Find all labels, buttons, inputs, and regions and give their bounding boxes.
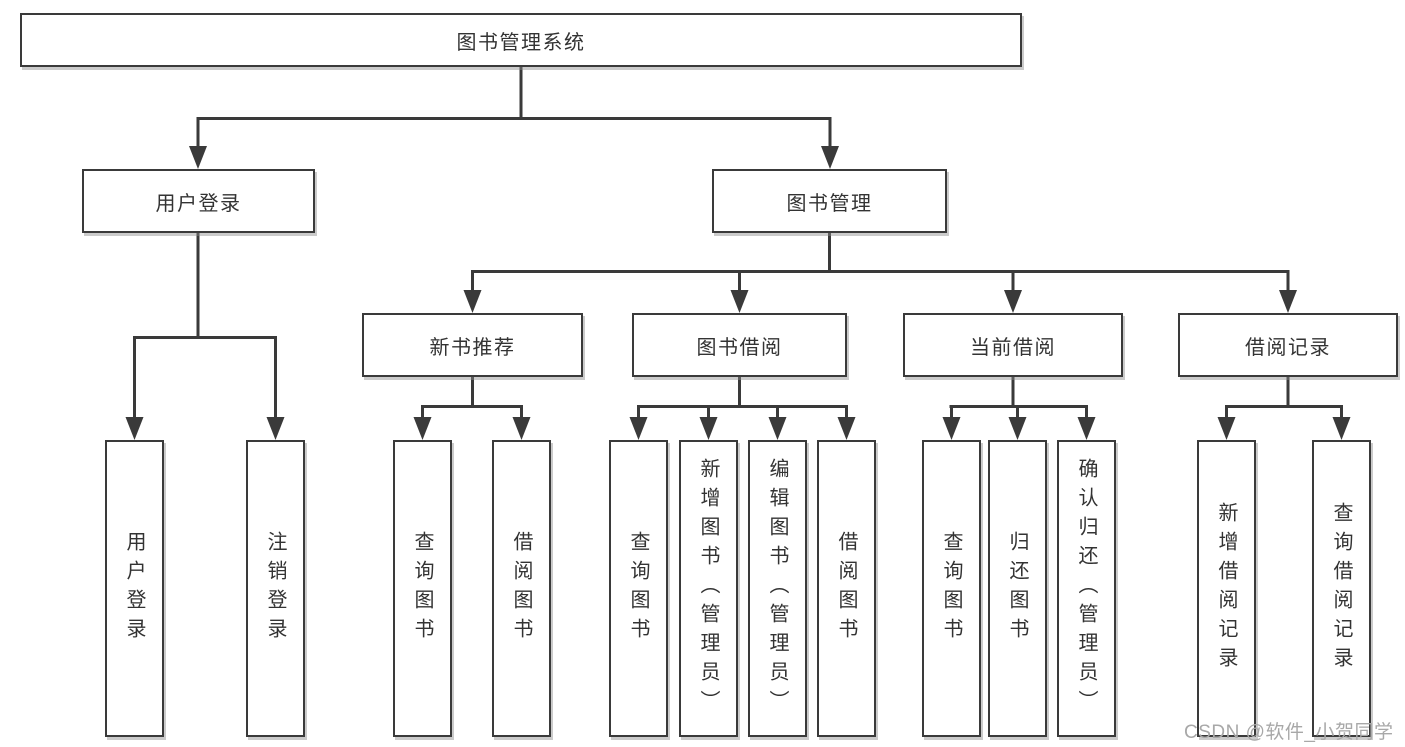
leaf-query-books-borrowing: 查询图书 [609, 440, 668, 737]
arrow-down-icon [837, 417, 856, 440]
arrow-down-icon [1279, 290, 1297, 313]
arrow-down-icon [768, 417, 787, 440]
arrow-down-icon [942, 417, 961, 440]
leaf-query-borrow-record: 查询借阅记录 [1312, 440, 1371, 737]
node-new-book-recommendation: 新书推荐 [362, 313, 583, 377]
arrow-down-icon [463, 290, 482, 313]
leaf-borrow-books-borrowing: 借阅图书 [817, 440, 876, 737]
arrow-down-icon [1077, 417, 1096, 440]
connector-bookmgmt-to-level3 [471, 232, 1290, 292]
leaf-query-books-current: 查询图书 [922, 440, 981, 737]
arrow-down-icon [821, 146, 839, 169]
watermark-text: CSDN @软件_小贺同学 [1184, 722, 1394, 743]
node-book-management: 图书管理 [712, 169, 947, 233]
connector-bookborrow-to-leaves [637, 377, 848, 419]
arrow-down-icon [189, 146, 207, 169]
connector-root-to-level2 [196, 67, 832, 149]
connector-newrec-to-leaves [421, 377, 523, 419]
leaf-edit-books-admin: 编辑图书（管理员） [748, 440, 807, 737]
arrow-down-icon [1217, 417, 1236, 440]
arrowheads-level2 [189, 146, 839, 169]
leaf-user-login: 用户登录 [105, 440, 164, 737]
leaf-add-books-admin: 新增图书（管理员） [679, 440, 738, 737]
arrow-down-icon [125, 417, 144, 440]
leaf-logout-login: 注销登录 [246, 440, 305, 737]
connector-userlogin-to-leaves [133, 233, 277, 419]
arrowheads-level3 [463, 290, 1297, 313]
arrow-down-icon [413, 417, 432, 440]
node-library-management-system: 图书管理系统 [20, 13, 1022, 67]
leaf-add-borrow-record: 新增借阅记录 [1197, 440, 1256, 737]
leaf-return-books: 归还图书 [988, 440, 1047, 737]
arrow-down-icon [1008, 417, 1027, 440]
node-book-borrowing: 图书借阅 [632, 313, 847, 377]
connector-borrowrec-to-leaves [1225, 377, 1343, 419]
leaf-borrow-books-recommend: 借阅图书 [492, 440, 551, 737]
node-borrowing-records: 借阅记录 [1178, 313, 1398, 377]
node-current-borrowing: 当前借阅 [903, 313, 1123, 377]
arrow-down-icon [699, 417, 718, 440]
arrow-down-icon [1332, 417, 1351, 440]
leaf-query-books-recommend: 查询图书 [393, 440, 452, 737]
connector-curborrow-to-leaves [949, 377, 1088, 419]
arrowheads-userlogin-leaves [125, 417, 285, 440]
arrow-down-icon [1004, 290, 1022, 313]
arrow-down-icon [512, 417, 531, 440]
arrow-down-icon [629, 417, 648, 440]
arrow-down-icon [730, 290, 749, 313]
node-user-login: 用户登录 [82, 169, 315, 233]
arrow-down-icon [266, 417, 285, 440]
arrowheads-leaves [413, 417, 1351, 440]
leaf-confirm-return-admin: 确认归还（管理员） [1057, 440, 1116, 737]
